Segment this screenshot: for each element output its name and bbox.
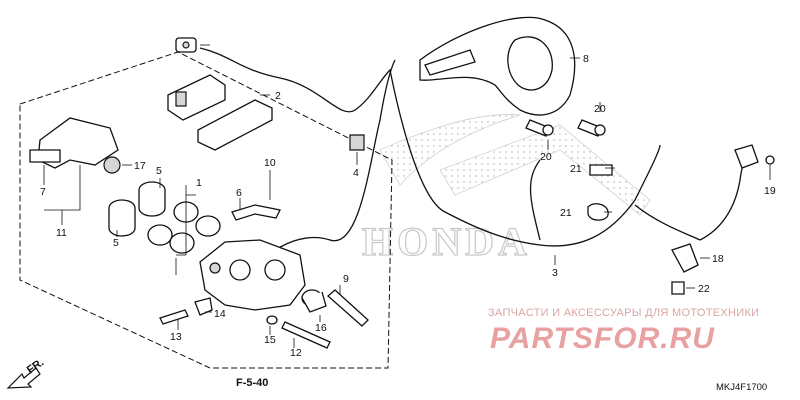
- piston-lower: [108, 199, 136, 237]
- part-label-1: 1: [196, 177, 202, 189]
- part-label-5-upper: 5: [156, 165, 162, 177]
- brake-pad-outer: [167, 74, 226, 121]
- leader-lines: [43, 44, 771, 348]
- reference-label: F-5-40: [236, 377, 268, 389]
- pad-spring: [231, 204, 281, 221]
- bolt-9: [327, 289, 369, 327]
- part-label-13: 13: [170, 331, 182, 343]
- part-label-22: 22: [698, 283, 710, 295]
- part-label-11: 11: [56, 227, 67, 239]
- part-label-3: 3: [552, 267, 558, 279]
- part-label-17: 17: [134, 160, 146, 172]
- boot-17: [103, 156, 121, 174]
- part-label-14: 14: [214, 308, 226, 320]
- part-label-18: 18: [712, 253, 724, 265]
- part-label-20-left: 20: [540, 151, 552, 163]
- bleeder-cap: [194, 297, 213, 316]
- clip-21-lower: [587, 203, 609, 221]
- part-label-7: 7: [40, 186, 46, 198]
- part-label-9: 9: [343, 273, 349, 285]
- piston-upper: [138, 181, 166, 217]
- front-direction-label: FR.: [25, 356, 46, 376]
- sensor-wire-branch: [529, 159, 701, 241]
- part-label-20-right: 20: [594, 103, 606, 115]
- part-label-21-upper: 21: [570, 163, 582, 175]
- brake-pad-inner: [197, 99, 273, 151]
- part-label-2: 2: [275, 90, 281, 102]
- honda-logo-text: HONDA: [362, 219, 531, 264]
- front-direction-arrow: FR.: [6, 356, 46, 389]
- part-label-8: 8: [583, 53, 589, 65]
- wire-bracket: [671, 243, 699, 273]
- wheel-speed-sensor: [734, 144, 759, 169]
- watermark-brand: PARTSFOR.RU: [490, 322, 715, 355]
- pad-pin: [281, 321, 331, 349]
- part-labels: 1 2 3 4 5 5 6 7 8 9 10 11 12 13 14 15 16…: [40, 53, 776, 359]
- part-label-21-lower: 21: [560, 207, 572, 219]
- part-label-19: 19: [764, 185, 776, 197]
- hose-clip: [349, 134, 365, 151]
- part-label-12: 12: [290, 347, 302, 359]
- diagram-code: MKJ4F1700: [716, 382, 767, 393]
- caliper-body: [199, 239, 306, 311]
- washer-15: [266, 315, 278, 325]
- part-label-4: 4: [353, 167, 359, 179]
- part-label-5-lower: 5: [113, 237, 119, 249]
- honda-logo: HONDA: [361, 114, 651, 265]
- part-label-10: 10: [264, 157, 276, 169]
- clip-21-upper: [589, 164, 613, 176]
- sensor-wire-3: [199, 47, 661, 247]
- part-label-6: 6: [236, 187, 242, 199]
- part-label-16: 16: [315, 322, 327, 334]
- watermark-tagline: ЗАПЧАСТИ И АКСЕССУАРЫ ДЛЯ МОТОТЕХНИКИ: [488, 307, 759, 319]
- bleeder-valve: [159, 309, 189, 325]
- part-label-15: 15: [264, 334, 276, 346]
- bolt-22: [671, 281, 685, 295]
- slide-pin-16: [301, 289, 327, 313]
